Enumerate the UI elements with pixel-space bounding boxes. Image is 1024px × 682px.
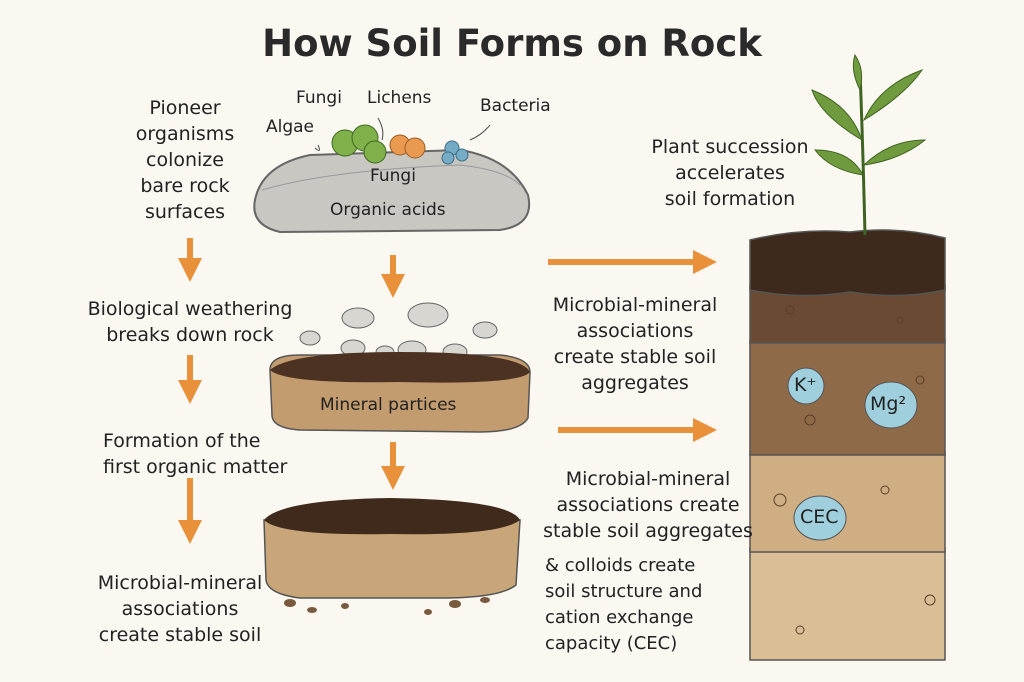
text-line: soil structure and — [545, 581, 703, 602]
rock — [253, 117, 531, 234]
ion-circles — [787, 367, 918, 541]
middle-text-2: Microbial-mineral associations create stab… — [528, 466, 768, 544]
text-line: & colloids create — [545, 555, 696, 576]
mineral-layer — [269, 352, 531, 433]
label-bacteria: Bacteria — [480, 96, 551, 116]
soil-layer-small — [263, 498, 521, 615]
text-line: Microbial-mineral — [565, 468, 731, 490]
text-line: accelerates — [675, 162, 785, 184]
algae-lichen-cluster — [331, 124, 387, 164]
text-line: create stable soil — [98, 624, 262, 646]
ion-magnesium: Mg² — [870, 393, 907, 415]
text-line: associations — [121, 598, 239, 620]
text-line: associations create — [556, 494, 740, 516]
page-title: How Soil Forms on Rock — [262, 22, 762, 65]
text-line: Biological weathering — [87, 298, 293, 320]
label-organic-acids: Organic acids — [330, 200, 446, 220]
soil-column — [749, 229, 946, 661]
fungi-cluster — [389, 134, 426, 159]
step-organic-matter: Formation of the first organic matter — [103, 428, 287, 480]
text-line: breaks down rock — [106, 324, 274, 346]
text-line: capacity (CEC) — [545, 633, 678, 654]
text-line: Pioneer — [149, 97, 221, 119]
label-algae: Algae — [266, 117, 315, 137]
label-lichens: Lichens — [367, 88, 432, 108]
text-line: cation exchange — [545, 607, 694, 628]
text-line: stable soil aggregates — [543, 520, 753, 542]
text-line: Microbial-mineral — [552, 294, 718, 316]
label-mineral-particles: Mineral partices — [320, 395, 457, 415]
rock-fragments — [299, 302, 498, 361]
plant — [811, 53, 927, 236]
soil-pebbles — [773, 305, 936, 635]
text-line: create stable soil — [553, 346, 717, 368]
text-line: Plant succession — [651, 136, 809, 158]
text-line: colonize — [146, 149, 224, 171]
ion-cec: CEC — [800, 506, 839, 528]
text-line: bare rock — [140, 175, 230, 197]
middle-text-1: Microbial-mineral associations create stab… — [520, 292, 750, 396]
step-microbial: Microbial-mineral associations create stab… — [70, 570, 290, 648]
plant-succession-text: Plant succession accelerates soil formatio… — [630, 134, 830, 212]
ion-potassium: K⁺ — [794, 374, 817, 396]
text-line: organisms — [135, 123, 235, 145]
label-fungi-top: Fungi — [296, 88, 342, 108]
text-line: surfaces — [144, 201, 226, 223]
step-pioneer: Pioneer organisms colonize bare rock surface… — [110, 95, 260, 225]
text-line: aggregates — [581, 372, 689, 394]
middle-text-3: & colloids create soil structure and catio… — [545, 553, 702, 657]
label-fungi: Fungi — [370, 166, 416, 186]
text-line: associations — [576, 320, 694, 342]
bacteria-cluster — [441, 140, 469, 165]
step-weathering: Biological weathering breaks down rock — [60, 296, 320, 348]
text-line: Microbial-mineral — [97, 572, 263, 594]
text-line: first organic matter — [103, 456, 288, 478]
text-line: Formation of the — [103, 430, 261, 452]
text-line: soil formation — [664, 188, 796, 210]
